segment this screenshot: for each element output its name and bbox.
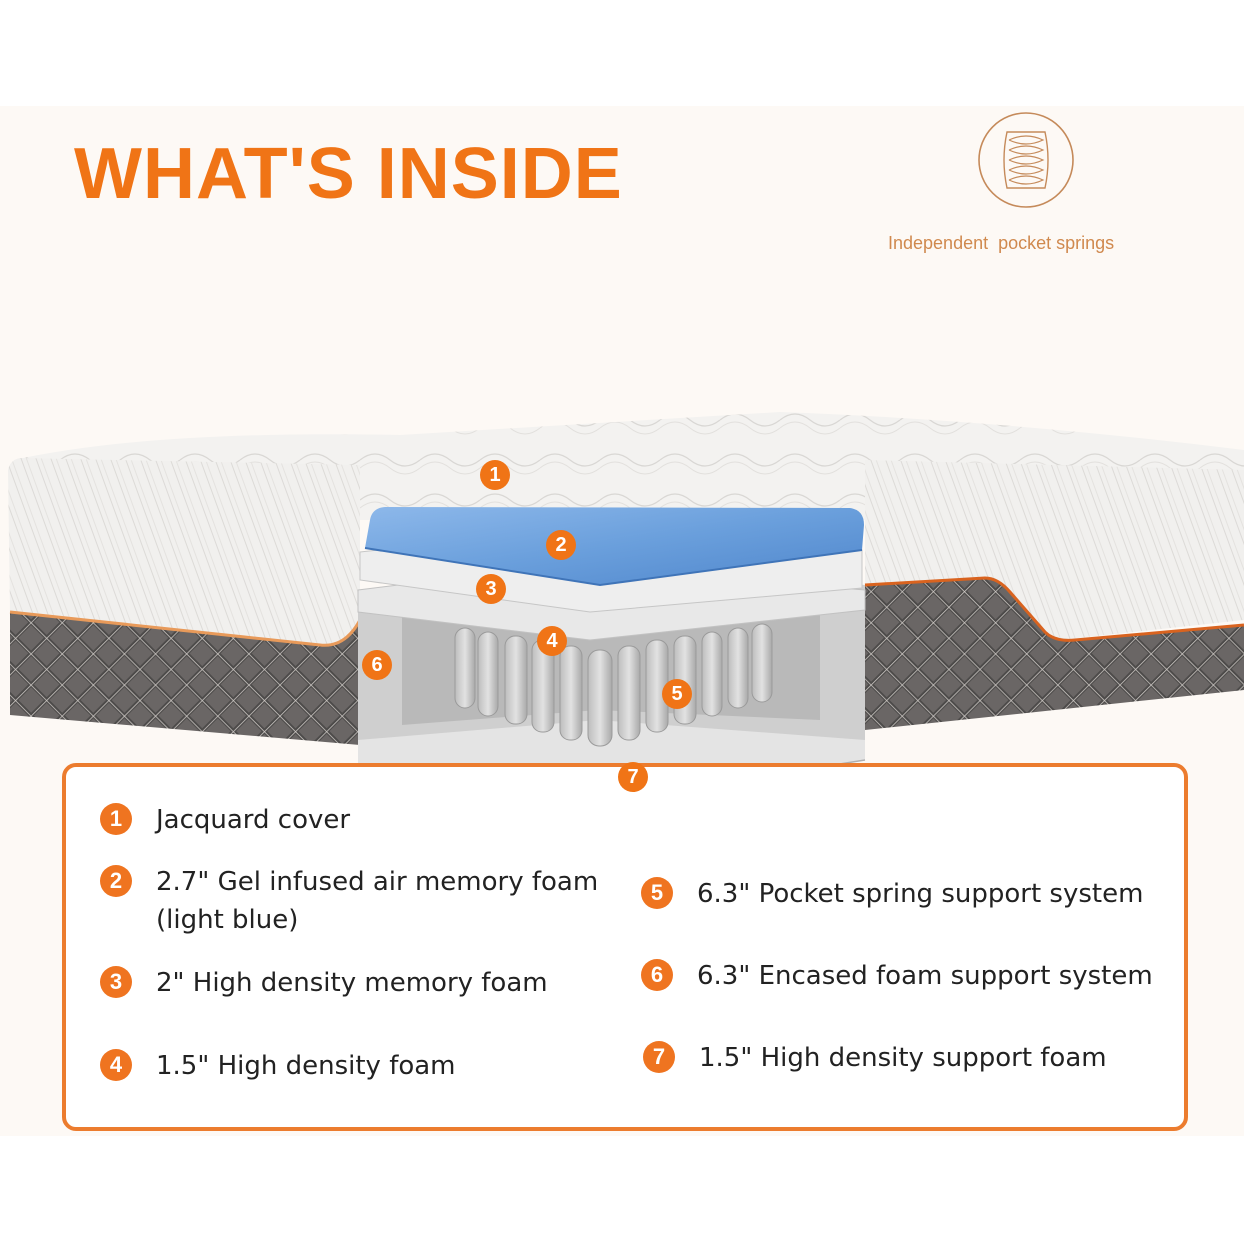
layers-legend: 1 Jacquard cover 2 2.7" Gel infused air … [62,763,1188,1131]
callout-6: 6 [362,650,392,680]
legend-item-6: 6 6.3" Encased foam support system [641,957,1153,995]
page-title: WHAT'S INSIDE [74,134,623,214]
callout-3: 3 [476,574,506,604]
legend-label-note: (light blue) [156,905,299,935]
pocket-spring-icon [978,112,1074,208]
legend-number-badge: 4 [100,1049,132,1081]
legend-item-3: 3 2" High density memory foam [100,964,548,1002]
callout-7: 7 [618,762,648,792]
legend-item-5: 5 6.3" Pocket spring support system [641,875,1143,913]
legend-number-badge: 7 [643,1041,675,1073]
legend-number-badge: 1 [100,803,132,835]
legend-number-badge: 6 [641,959,673,991]
legend-label: 6.3" Encased foam support system [697,961,1153,991]
legend-number-badge: 2 [100,865,132,897]
legend-label: 2" High density memory foam [156,968,548,998]
callout-2: 2 [546,530,576,560]
pocket-spring-label: Independent pocket springs [888,233,1115,253]
legend-number-badge: 5 [641,877,673,909]
pocket-spring-badge [976,110,1076,210]
legend-number-badge: 3 [100,966,132,998]
legend-item-2: 2 2.7" Gel infused air memory foam (ligh… [100,863,598,939]
legend-label: 1.5" High density foam [156,1051,456,1081]
legend-label: 1.5" High density support foam [699,1043,1107,1073]
callout-5: 5 [662,679,692,709]
legend-label: Jacquard cover [156,805,351,835]
legend-label: 2.7" Gel infused air memory foam [156,867,599,897]
legend-item-7: 7 1.5" High density support foam [643,1039,1107,1077]
callout-4: 4 [537,626,567,656]
legend-label: 6.3" Pocket spring support system [697,879,1144,909]
legend-item-4: 4 1.5" High density foam [100,1047,456,1085]
callout-1: 1 [480,460,510,490]
legend-item-1: 1 Jacquard cover [100,801,350,839]
